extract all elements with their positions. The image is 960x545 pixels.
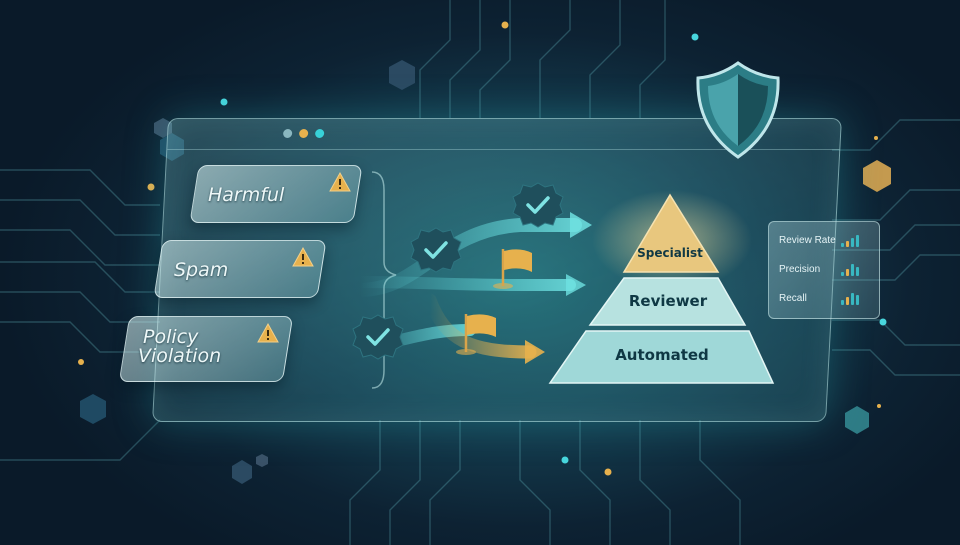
flag-icon: [456, 314, 496, 355]
check-badge-icon: [512, 182, 564, 228]
category-label: Policy: [143, 326, 199, 348]
check-badge-icon: [352, 314, 404, 360]
flow-arrow-flagged: [423, 293, 537, 359]
metrics-panel: Review Rate Precision Recall: [768, 221, 880, 319]
metric-label: Precision: [779, 264, 821, 275]
pyramid-tier-automated: [548, 330, 775, 384]
check-badge-icon: [410, 227, 462, 273]
category-label: Violation: [138, 345, 222, 367]
bar-chart-icon: [841, 264, 867, 276]
arrow-head-icon: [566, 274, 586, 296]
metric-label: Review Rate: [779, 235, 836, 246]
review-pyramid: [548, 193, 775, 384]
shield-icon: [696, 61, 780, 159]
warning-icon: [257, 322, 279, 343]
pyramid-label-reviewer: Reviewer: [628, 292, 708, 310]
warning-icon: [292, 246, 314, 267]
arrow-head-icon: [570, 212, 592, 238]
category-label: Harmful: [208, 184, 285, 206]
pyramid-tier-specialist: [622, 193, 720, 273]
pyramid-label-automated: Automated: [615, 346, 709, 364]
arrow-head-icon: [525, 340, 545, 364]
bar-chart-icon: [841, 293, 867, 305]
metric-label: Recall: [779, 293, 807, 304]
flag-icon: [493, 249, 532, 289]
category-label: Spam: [174, 259, 229, 281]
warning-icon: [329, 171, 351, 192]
pyramid-label-specialist: Specialist: [637, 246, 703, 260]
pyramid-tier-reviewer: [588, 277, 747, 326]
bar-chart-icon: [841, 235, 867, 247]
